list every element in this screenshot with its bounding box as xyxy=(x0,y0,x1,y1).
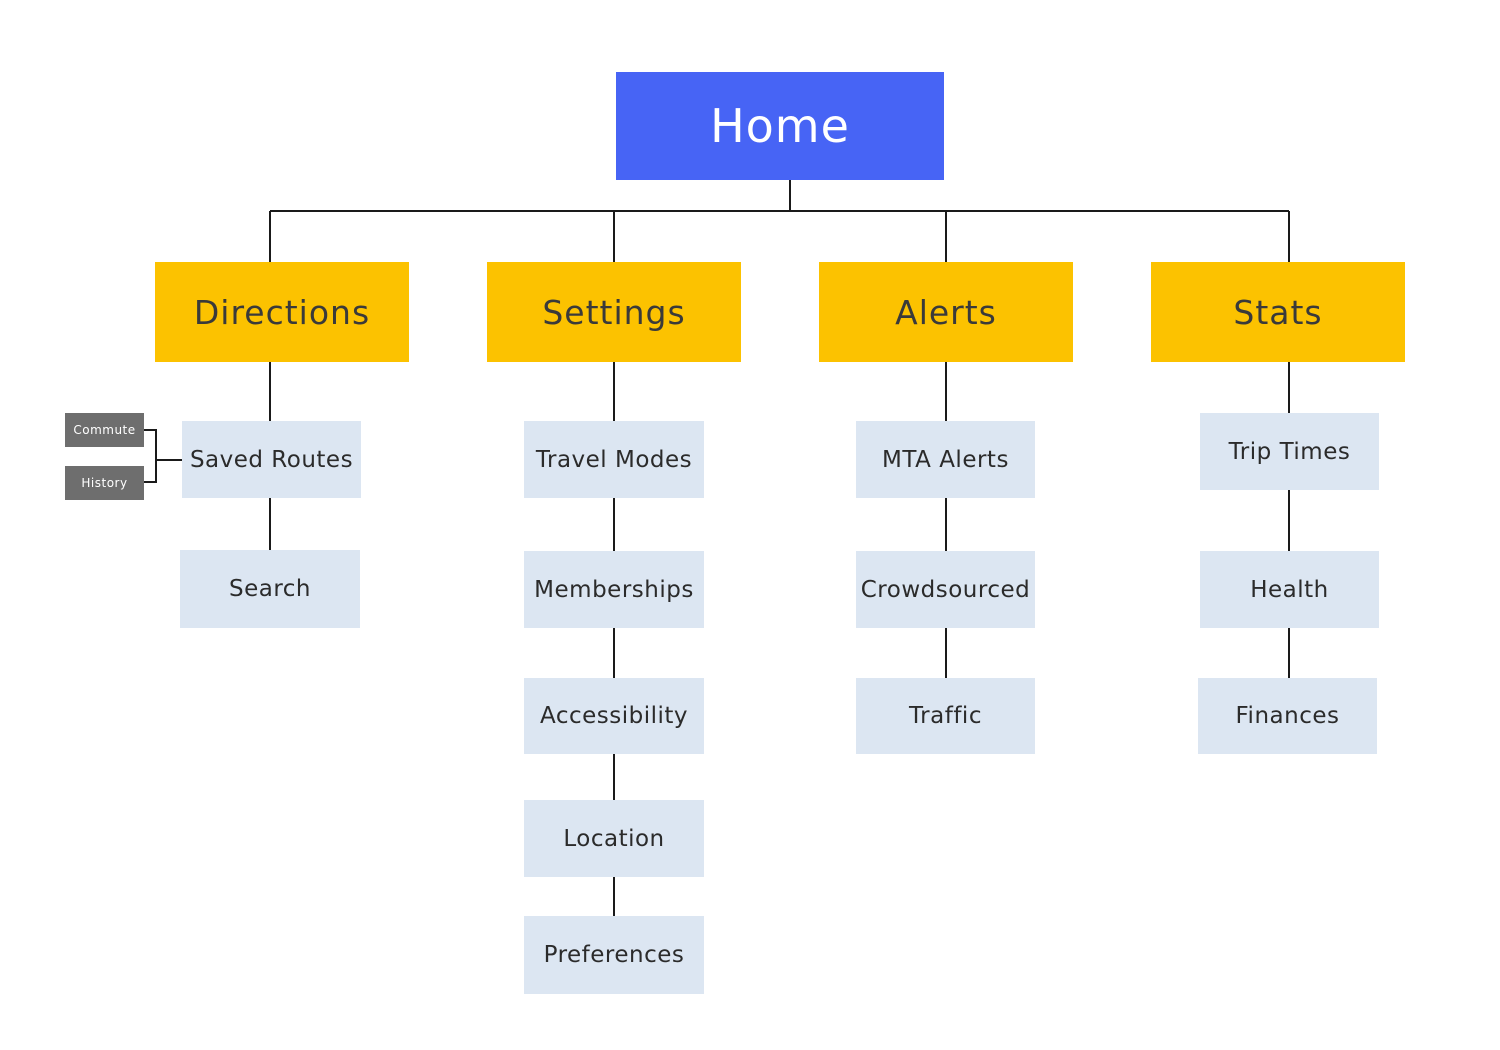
leaf-health[interactable]: Health xyxy=(1200,551,1379,628)
category-settings[interactable]: Settings xyxy=(487,262,741,362)
leaf-location[interactable]: Location xyxy=(524,800,704,877)
leaf-memberships[interactable]: Memberships xyxy=(524,551,704,628)
category-stats[interactable]: Stats xyxy=(1151,262,1405,362)
leaf-trip-times[interactable]: Trip Times xyxy=(1200,413,1379,490)
category-directions[interactable]: Directions xyxy=(155,262,409,362)
leaf-traffic[interactable]: Traffic xyxy=(856,678,1035,754)
home-node[interactable]: Home xyxy=(616,72,944,180)
tag-history[interactable]: History xyxy=(65,466,144,500)
leaf-mta-alerts[interactable]: MTA Alerts xyxy=(856,421,1035,498)
leaf-crowdsourced[interactable]: Crowdsourced xyxy=(856,551,1035,628)
category-alerts[interactable]: Alerts xyxy=(819,262,1073,362)
leaf-preferences[interactable]: Preferences xyxy=(524,916,704,994)
leaf-saved-routes[interactable]: Saved Routes xyxy=(182,421,361,498)
leaf-search[interactable]: Search xyxy=(180,550,360,628)
leaf-accessibility[interactable]: Accessibility xyxy=(524,678,704,754)
leaf-finances[interactable]: Finances xyxy=(1198,678,1377,754)
tag-commute[interactable]: Commute xyxy=(65,413,144,447)
leaf-travel-modes[interactable]: Travel Modes xyxy=(524,421,704,498)
